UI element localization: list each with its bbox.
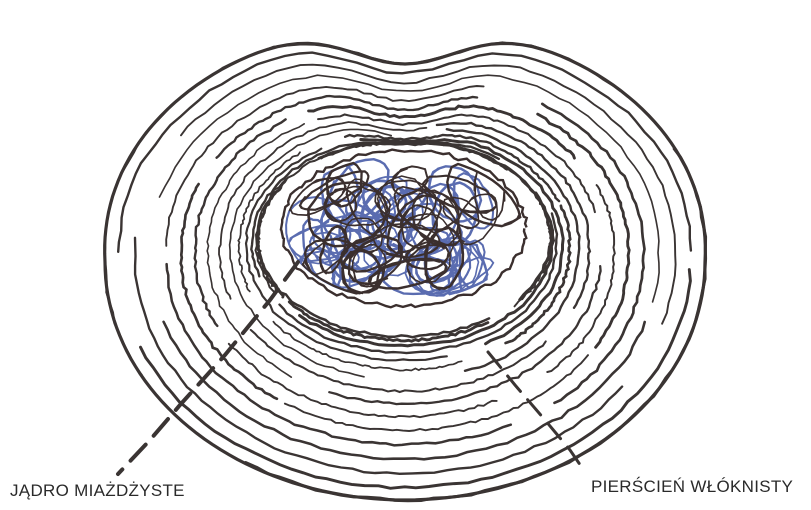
annulus-fiber [515, 184, 552, 307]
nucleus-pulposus-scribble [281, 150, 527, 308]
annulus-label: PIERŚCIEŃ WŁÓKNISTY [591, 477, 793, 497]
nucleus-label: JĄDRO MIAŻDŻYSTE [10, 481, 185, 501]
leader-lines [118, 262, 585, 474]
annulus-fiber [273, 322, 461, 371]
annulus-fiber [105, 42, 613, 375]
